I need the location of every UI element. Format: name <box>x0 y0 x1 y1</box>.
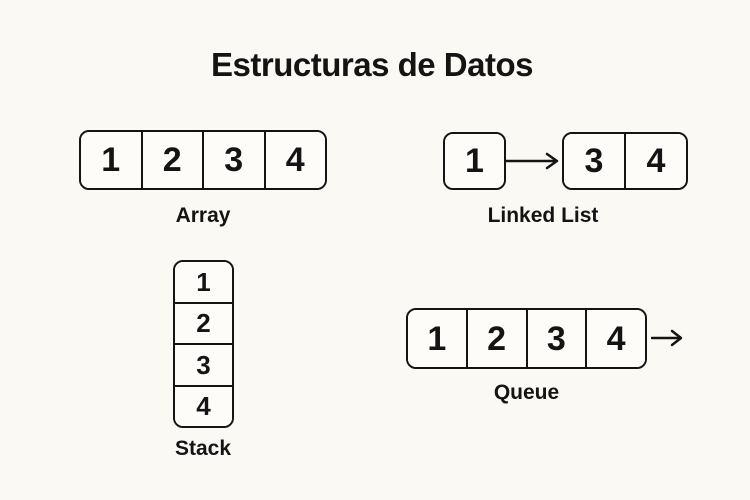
queue-box: 1 2 3 4 <box>406 308 647 369</box>
linked-list-head-node: 1 <box>443 132 506 190</box>
array-cell-3: 3 <box>202 132 264 188</box>
stack-cell-4: 4 <box>175 384 232 426</box>
array-box: 1 2 3 4 <box>79 130 327 190</box>
linked-list-cell-3: 3 <box>564 134 624 188</box>
stack-cell-3: 3 <box>175 343 232 385</box>
array-cell-1: 1 <box>81 132 141 188</box>
array-cell-4: 4 <box>263 132 325 188</box>
array-label: Array <box>175 204 231 227</box>
array-cell-2: 2 <box>140 132 202 188</box>
stack-box: 1 2 3 4 <box>173 260 234 428</box>
right-arrow-icon <box>651 329 683 347</box>
queue-cell-3: 3 <box>525 310 586 367</box>
linked-list-cell-4: 4 <box>624 134 686 188</box>
queue-cell-1: 1 <box>408 310 466 367</box>
stack-cell-1: 1 <box>175 262 232 302</box>
queue-label: Queue <box>493 381 560 404</box>
linked-list-tail-box: 3 4 <box>562 132 688 190</box>
stack-label: Stack <box>174 437 232 460</box>
queue-cell-4: 4 <box>585 310 645 367</box>
right-arrow-icon <box>505 152 559 170</box>
linked-list-label: Linked List <box>487 204 599 227</box>
queue-cell-2: 2 <box>465 310 526 367</box>
stack-cell-2: 2 <box>175 301 232 343</box>
page-title: Estructuras de Datos <box>211 46 533 83</box>
linked-list-head-value: 1 <box>445 134 504 188</box>
